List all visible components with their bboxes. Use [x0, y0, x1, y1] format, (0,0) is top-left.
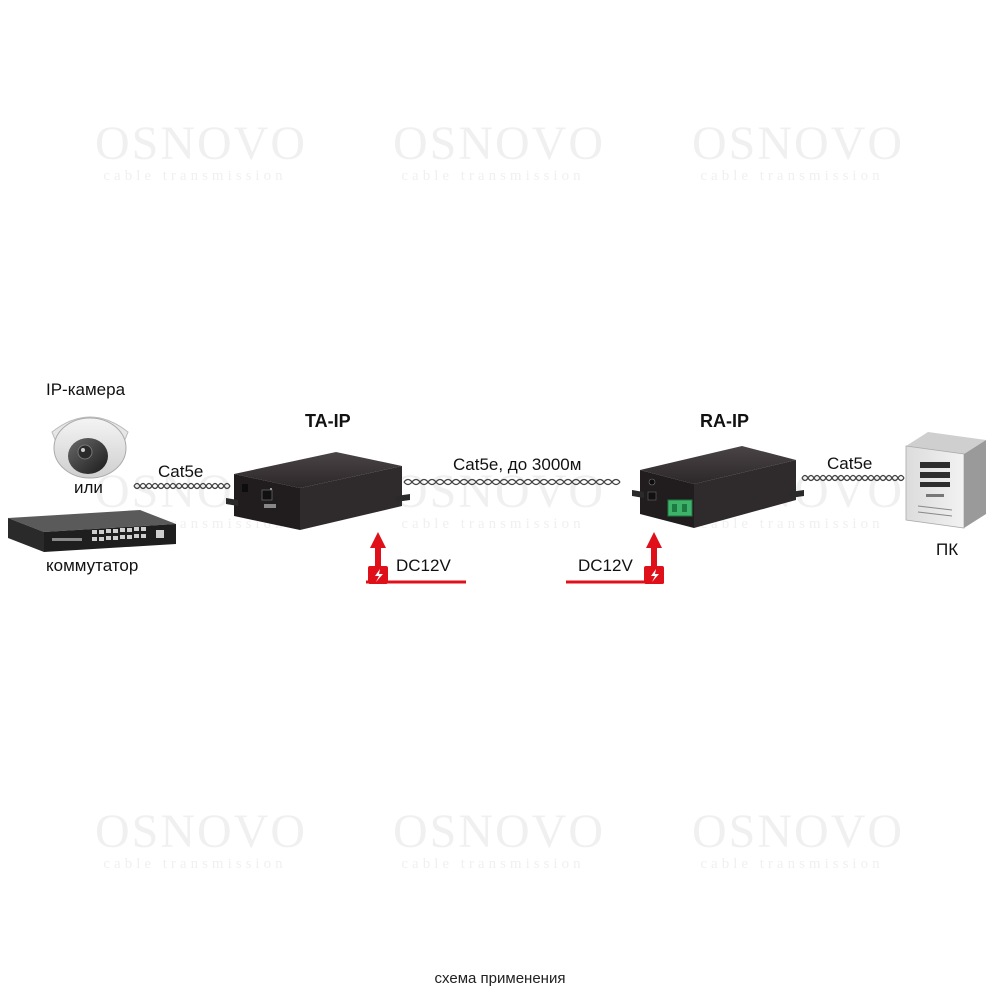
watermark-brand: OSNOVO — [95, 805, 308, 858]
ip-camera-icon — [51, 416, 129, 479]
watermark-tagline: cable transmission — [401, 168, 585, 184]
watermark-brand: OSNOVO — [393, 805, 606, 858]
or-label: или — [74, 478, 103, 497]
power-feed-left — [366, 532, 466, 584]
ra-ip-receiver-icon — [632, 446, 804, 528]
receiver-label: RA-IP — [700, 411, 749, 431]
transmitter-label: TA-IP — [305, 411, 351, 431]
watermark-brand: OSNOVO — [692, 117, 905, 170]
watermark-tagline: cable transmission — [700, 516, 884, 532]
network-switch-icon — [8, 510, 176, 552]
watermark-brand: OSNOVO — [95, 117, 308, 170]
watermark-brand: OSNOVO — [393, 465, 606, 518]
power-right-label: DC12V — [578, 556, 633, 575]
watermark-tagline: cable transmission — [103, 168, 287, 184]
watermark-brand: OSNOVO — [393, 117, 606, 170]
watermark-tagline: cable transmission — [700, 168, 884, 184]
cable-right — [801, 474, 905, 482]
diagram-caption: схема применения — [434, 970, 566, 987]
pc-label: ПК — [936, 540, 959, 559]
pc-icon — [905, 432, 986, 529]
cable-left-label: Cat5e — [158, 462, 204, 481]
watermark-tagline: cable transmission — [401, 856, 585, 872]
cable-right-label: Cat5e — [827, 454, 873, 473]
cable-middle — [403, 478, 621, 486]
ip-camera-label: IP-камера — [46, 380, 126, 399]
cable-middle-label: Cat5e, до 3000м — [453, 455, 582, 474]
watermark-brand: OSNOVO — [692, 805, 905, 858]
ta-ip-transmitter-icon — [226, 452, 410, 530]
cable-left — [133, 482, 231, 490]
watermark-tagline: cable transmission — [401, 516, 585, 532]
power-feed-right — [566, 532, 664, 584]
power-left-label: DC12V — [396, 556, 451, 575]
switch-label: коммутатор — [46, 556, 139, 575]
watermark-tagline: cable transmission — [103, 856, 287, 872]
watermark-tagline: cable transmission — [700, 856, 884, 872]
